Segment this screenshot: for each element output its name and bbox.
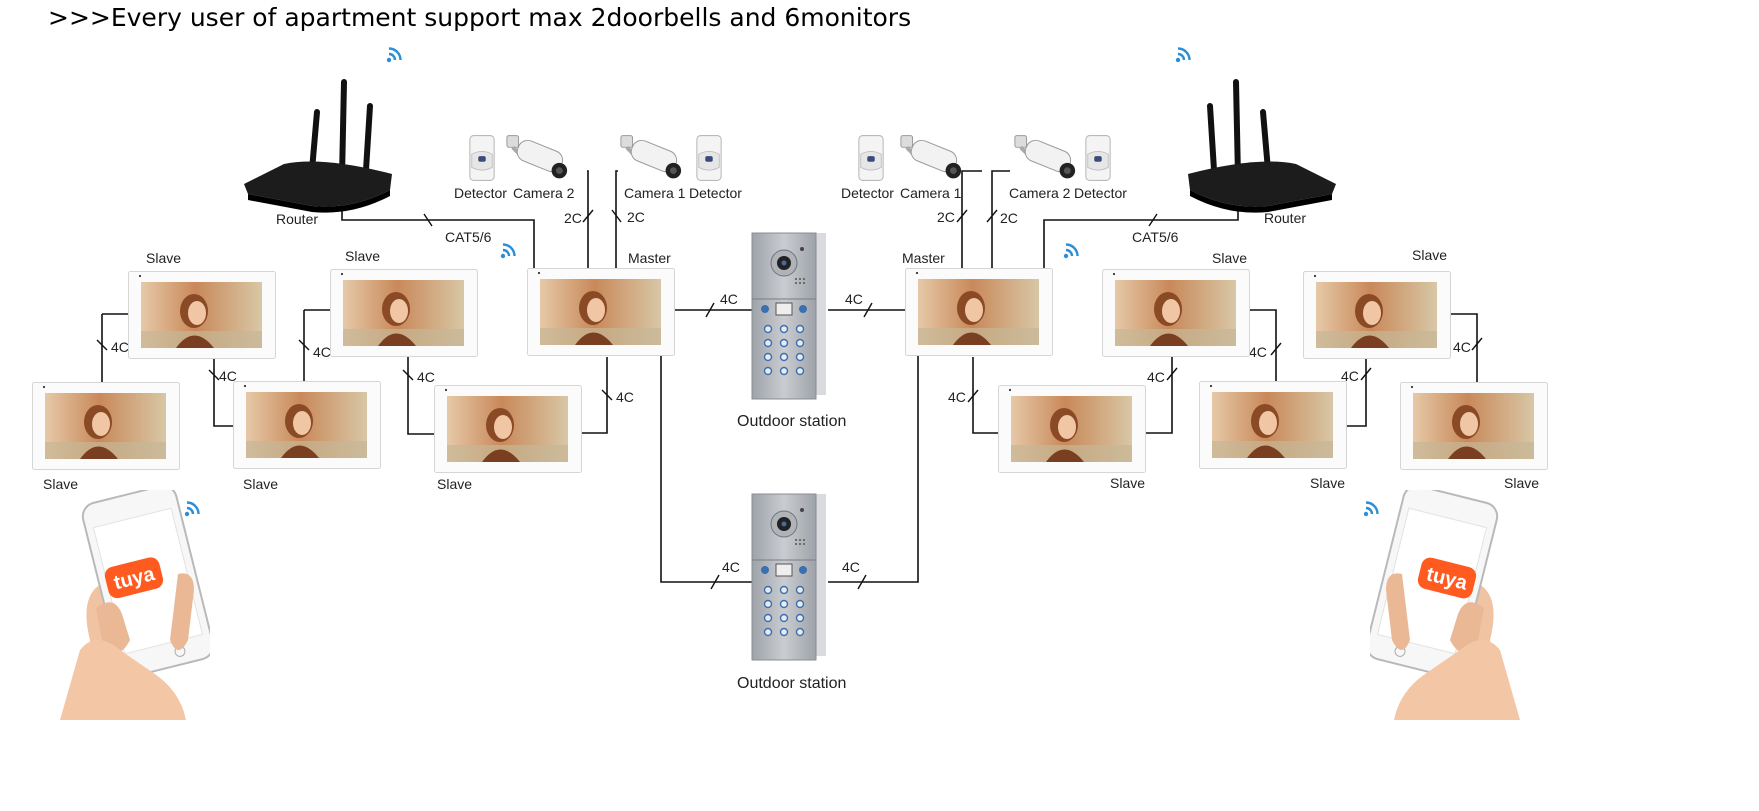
- wifi-icon: [185, 503, 199, 517]
- wire-label-4c: 4C: [616, 389, 634, 405]
- page-title: >>>Every user of apartment support max 2…: [48, 3, 911, 32]
- wire-label-4c: 4C: [1249, 344, 1267, 360]
- bullet-camera-icon: [1015, 136, 1075, 179]
- wire-label-4c: 4C: [417, 369, 435, 385]
- monitor-label-slave: Slave: [1412, 247, 1447, 263]
- monitor-label-slave: Slave: [345, 248, 380, 264]
- device-label-detector: Detector: [1074, 185, 1127, 201]
- monitor-label-slave: Slave: [1310, 475, 1345, 491]
- outdoor-station-icon: [752, 233, 826, 399]
- bullet-camera-icon: [901, 136, 961, 179]
- wire-label-2c: 2C: [564, 210, 582, 226]
- monitor-label-master: Master: [902, 250, 945, 266]
- station-label: Outdoor station: [737, 413, 846, 430]
- monitor-label-slave: Slave: [1504, 475, 1539, 491]
- device-label-camera-2: Camera 2: [513, 185, 575, 201]
- wifi-icon: [1364, 503, 1378, 517]
- monitor-slave: [129, 272, 276, 359]
- monitor-label-slave: Slave: [437, 476, 472, 492]
- monitor-label-slave: Slave: [1110, 475, 1145, 491]
- wire-label-2c: 2C: [937, 209, 955, 225]
- monitor-slave: [435, 386, 582, 473]
- wire-label-4c: 4C: [1453, 339, 1471, 355]
- monitor-slave: [331, 270, 478, 357]
- router-label-right: Router: [1264, 210, 1306, 226]
- wire-label-cat-left: CAT5/6: [445, 229, 492, 245]
- motion-detector-icon: [470, 136, 494, 181]
- station-label: Outdoor station: [737, 675, 846, 692]
- monitor-slave: [1103, 270, 1250, 357]
- router-label-left: Router: [276, 211, 318, 227]
- monitor-label-slave: Slave: [146, 250, 181, 266]
- outdoor-station-icon: [752, 494, 826, 660]
- motion-detector-icon: [859, 136, 883, 181]
- wire-label-4c: 4C: [722, 559, 740, 575]
- wire-label-4c: 4C: [948, 389, 966, 405]
- bullet-camera-icon: [621, 136, 681, 179]
- wire-label-cat-right: CAT5/6: [1132, 229, 1179, 245]
- smartphone-icon: [1364, 483, 1520, 720]
- wire-label-2c: 2C: [1000, 210, 1018, 226]
- monitor-label-slave: Slave: [243, 476, 278, 492]
- wifi-icon: [1064, 245, 1078, 259]
- monitor-slave: [1401, 383, 1548, 470]
- wifi-icon: [501, 245, 515, 259]
- monitor-master-right: [906, 269, 1053, 356]
- monitor-slave: [1200, 382, 1347, 469]
- motion-detector-icon: [1086, 136, 1110, 181]
- monitor-slave: [234, 382, 381, 469]
- device-label-camera-1: Camera 1: [624, 185, 686, 201]
- smartphone-icon: [60, 483, 216, 720]
- monitor-master-left: [528, 269, 675, 356]
- device-label-detector: Detector: [454, 185, 507, 201]
- monitor-slave: [999, 386, 1146, 473]
- wire-label-4c: 4C: [313, 344, 331, 360]
- monitor-label-slave: Slave: [1212, 250, 1247, 266]
- wire-label-4c: 4C: [720, 291, 738, 307]
- device-label-camera-2: Camera 2: [1009, 185, 1071, 201]
- device-label-detector: Detector: [841, 185, 894, 201]
- router-icon: [1188, 82, 1336, 213]
- wire-label-2c: 2C: [627, 209, 645, 225]
- router-icon: [244, 82, 392, 213]
- monitor-slave: [33, 383, 180, 470]
- device-label-detector: Detector: [689, 185, 742, 201]
- wire-label-4c: 4C: [1147, 369, 1165, 385]
- bullet-camera-icon: [507, 136, 567, 179]
- wire-label-4c: 4C: [111, 339, 129, 355]
- device-label-camera-1: Camera 1: [900, 185, 962, 201]
- wifi-icon: [387, 49, 401, 63]
- wifi-icon: [1176, 49, 1190, 63]
- motion-detector-icon: [697, 136, 721, 181]
- monitor-slave: [1304, 272, 1451, 359]
- monitor-label-master: Master: [628, 250, 671, 266]
- wire-label-4c: 4C: [842, 559, 860, 575]
- wire-label-4c: 4C: [845, 291, 863, 307]
- monitor-label-slave: Slave: [43, 476, 78, 492]
